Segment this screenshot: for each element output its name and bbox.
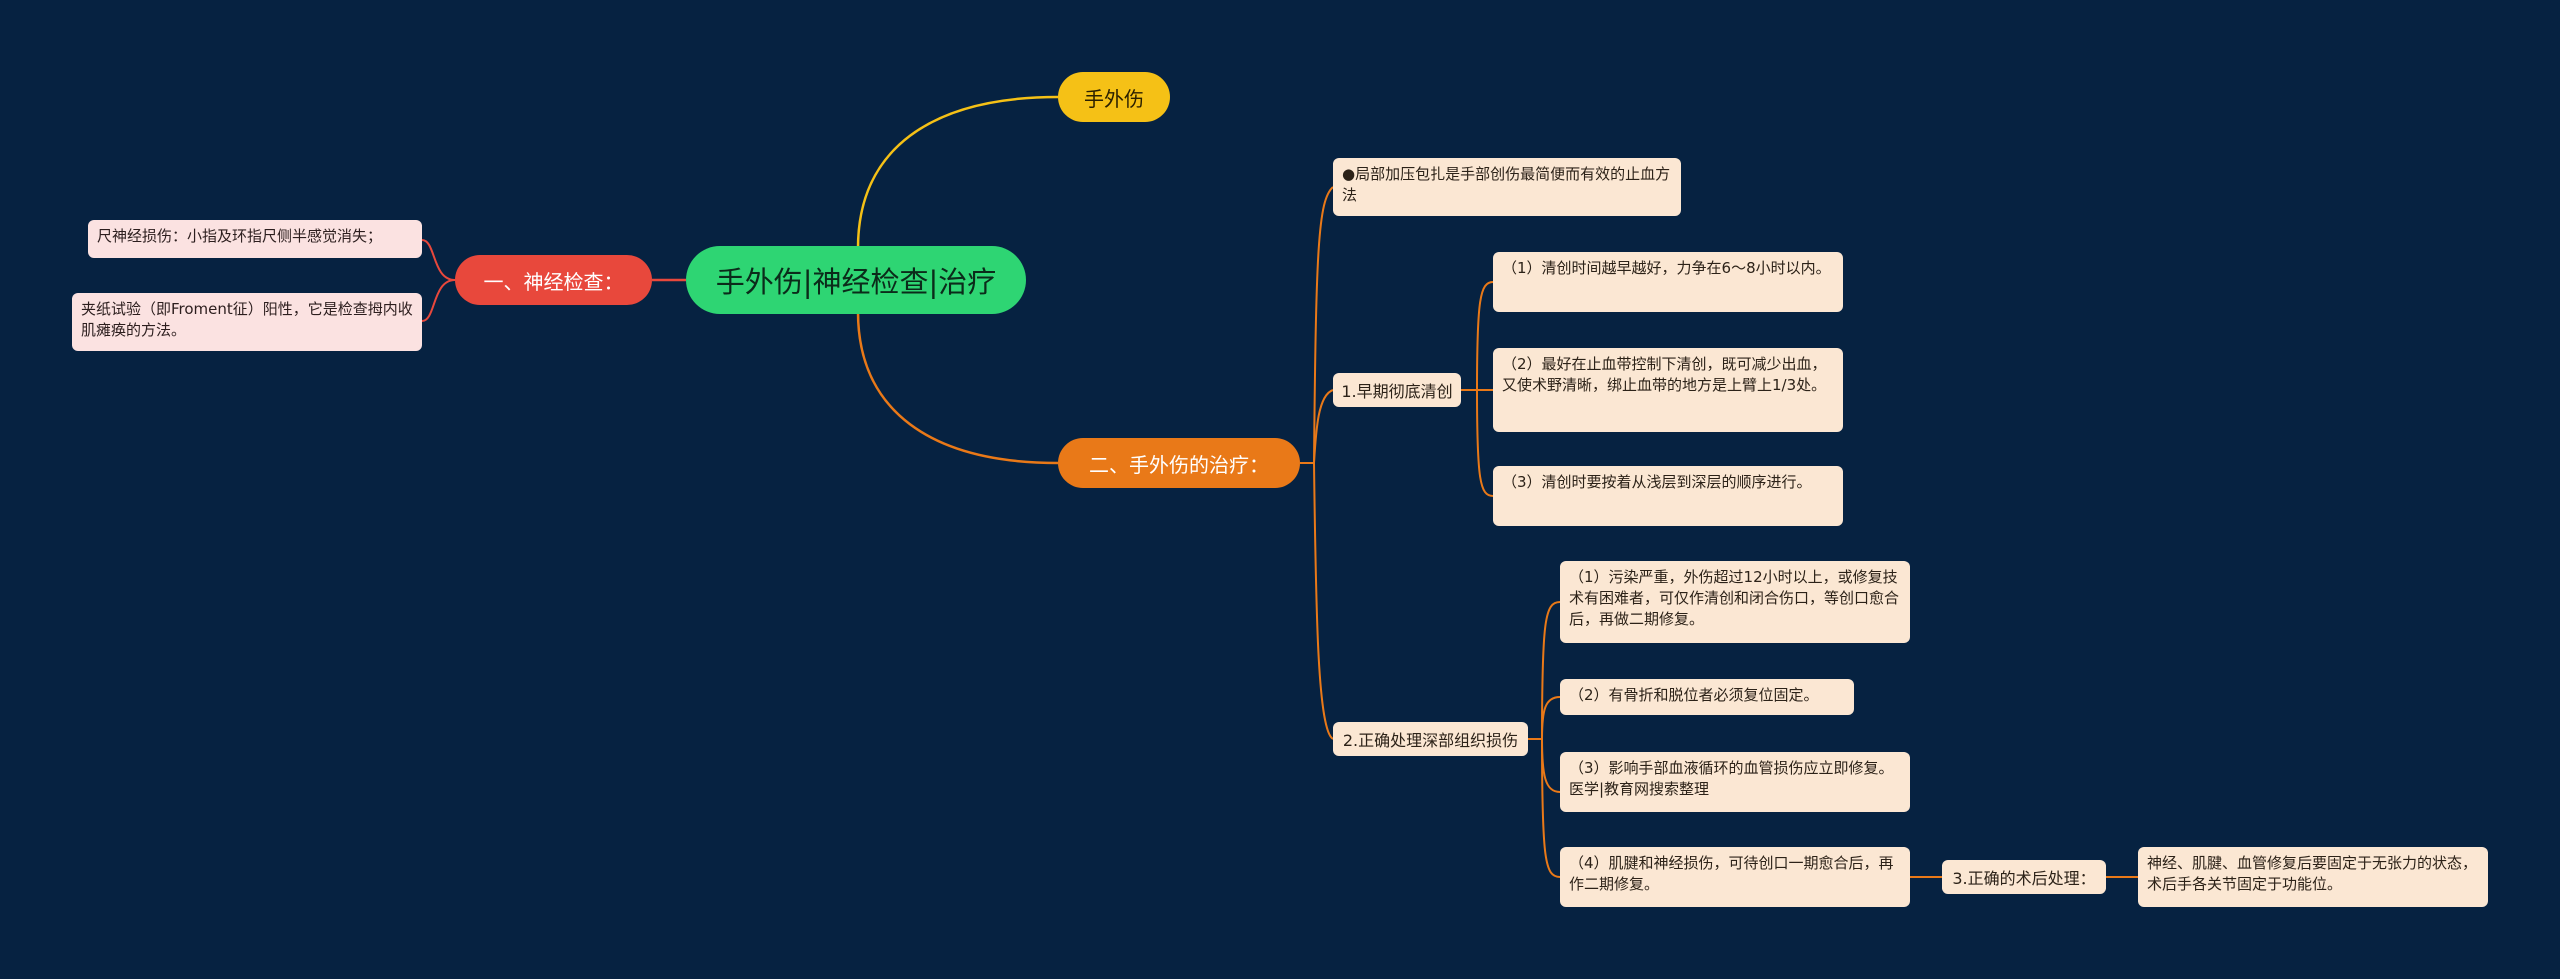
link-c2-1 xyxy=(1476,281,1494,391)
c2-leaf-2[interactable]: （2）最好在止血带控制下清创，既可减少出血，又使术野清晰，绑止血带的地方是上臂上… xyxy=(1493,348,1843,432)
link-left-leaf-1 xyxy=(421,239,456,281)
branch-left-node[interactable]: 一、神经检查： xyxy=(455,255,652,305)
root-node[interactable]: 手外伤|神经检查|治疗 xyxy=(686,246,1026,314)
link-right-child-1 xyxy=(1313,186,1334,464)
link-right-child-3 xyxy=(1313,462,1334,740)
c3-leaf-3[interactable]: （3）影响手部血液循环的血管损伤应立即修复。医学|教育网搜索整理 xyxy=(1560,752,1910,812)
c2-leaf-1[interactable]: （1）清创时间越早越好，力争在6～8小时以内。 xyxy=(1493,252,1843,312)
right-child-2[interactable]: 1.早期彻底清创 xyxy=(1333,373,1461,407)
link-c2-3 xyxy=(1476,389,1494,497)
right-child-3[interactable]: 2.正确处理深部组织损伤 xyxy=(1333,722,1528,756)
left-leaf-1[interactable]: 尺神经损伤：小指及环指尺侧半感觉消失； xyxy=(88,220,422,258)
link-c3-1 xyxy=(1541,601,1561,740)
right-child-4[interactable]: 3.正确的术后处理： xyxy=(1942,860,2106,894)
link-left-leaf-2 xyxy=(421,279,456,322)
link-root-top xyxy=(856,95,1059,249)
c3-leaf-4[interactable]: （4）肌腱和神经损伤，可待创口一期愈合后，再作二期修复。 xyxy=(1560,847,1910,907)
c4-leaf-1[interactable]: 神经、肌腱、血管修复后要固定于无张力的状态，术后手各关节固定于功能位。 xyxy=(2138,847,2488,907)
right-child-1[interactable]: ●局部加压包扎是手部创伤最简便而有效的止血方法 xyxy=(1333,158,1681,216)
link-c3-3 xyxy=(1541,738,1561,793)
c3-leaf-1[interactable]: （1）污染严重，外伤超过12小时以上，或修复技术有困难者，可仅作清创和闭合伤口，… xyxy=(1560,561,1910,643)
left-leaf-2[interactable]: 夹纸试验（即Froment征）阳性，它是检查拇内收肌瘫痪的方法。 xyxy=(72,293,422,351)
branch-top-node[interactable]: 手外伤 xyxy=(1058,72,1170,122)
link-right-child-2 xyxy=(1313,389,1334,464)
link-c3-2 xyxy=(1541,696,1561,740)
c2-leaf-3[interactable]: （3）清创时要按着从浅层到深层的顺序进行。 xyxy=(1493,466,1843,526)
link-root-right xyxy=(856,311,1059,465)
link-c3-4 xyxy=(1541,738,1561,878)
branch-right-node[interactable]: 二、手外伤的治疗： xyxy=(1058,438,1300,488)
c3-leaf-2[interactable]: （2）有骨折和脱位者必须复位固定。 xyxy=(1560,679,1854,715)
